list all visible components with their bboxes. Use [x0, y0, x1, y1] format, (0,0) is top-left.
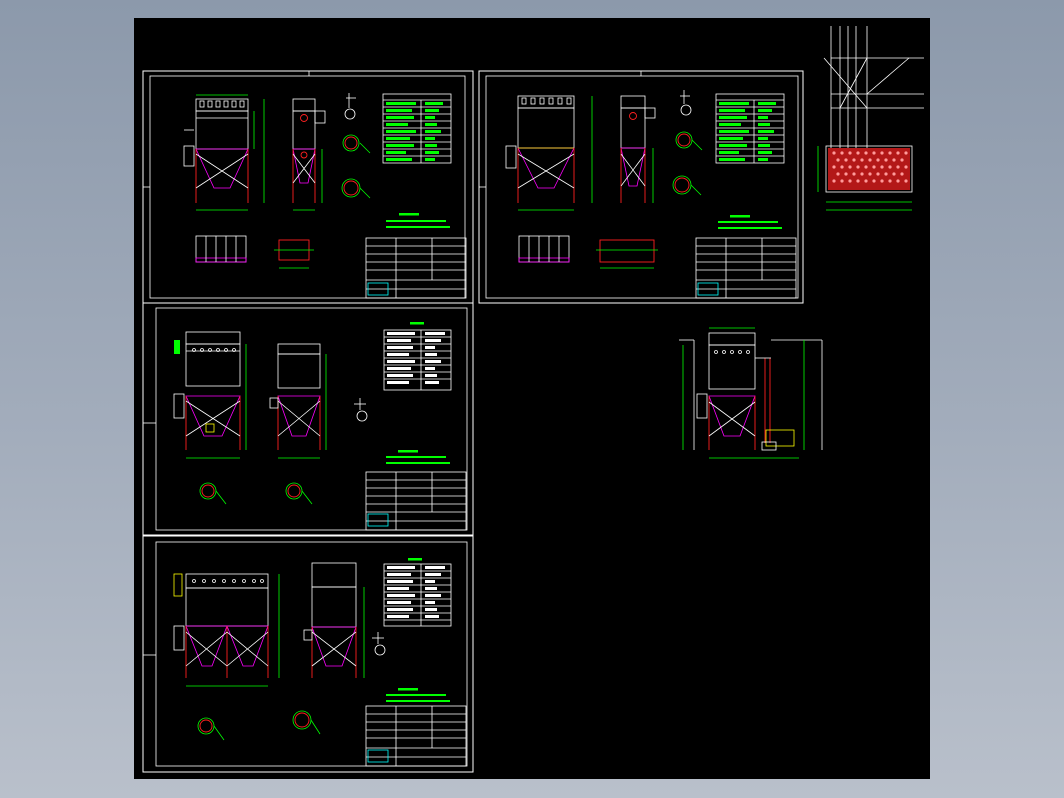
sheet-1-plan-views [195, 235, 314, 269]
sheet-4-parameter-table [383, 558, 452, 627]
sheet-2-parameter-table [715, 93, 785, 164]
sheet-4 [142, 535, 474, 773]
sheet-1-title-block [365, 237, 467, 299]
sheet-3-symbols [199, 398, 368, 505]
sheet-2-notes [718, 215, 782, 229]
sheet-1 [142, 70, 474, 304]
sheet-4-side-view [303, 562, 365, 678]
sheet-3-side-view [269, 343, 327, 459]
sheet-2-title-block [695, 237, 797, 299]
tube-sheet-hatch [832, 151, 908, 183]
sheet-4-title-block [365, 705, 467, 767]
sheet-1-front-view [183, 94, 265, 211]
sheet-1-detail-circles [341, 93, 371, 199]
sheet-1-notes [386, 213, 450, 228]
sheet-3-notes [386, 450, 450, 464]
sheet-3 [142, 302, 474, 536]
sheet-3-title-block [365, 471, 467, 531]
cad-drawing-viewport[interactable] [134, 18, 930, 779]
sheet-4-notes [386, 688, 450, 702]
sheet-3-front-view [173, 331, 247, 459]
sheet-4-front-view [173, 573, 280, 687]
sheet-2-detail-circles [672, 90, 703, 196]
sheet-4-symbols [197, 632, 386, 741]
sheet-3-parameter-table [383, 322, 452, 391]
sheet-1-side-view [292, 98, 326, 211]
cad-drawing-canvas [142, 26, 924, 773]
partial-detail-top-right [817, 26, 924, 211]
sheet-2-front-view [505, 95, 593, 211]
sheet-2-plan-views [518, 235, 658, 269]
sheet-2-side-view [620, 95, 656, 203]
sheet-2 [478, 70, 804, 304]
standalone-elevation [679, 327, 823, 459]
sheet-1-parameter-table [382, 93, 452, 164]
